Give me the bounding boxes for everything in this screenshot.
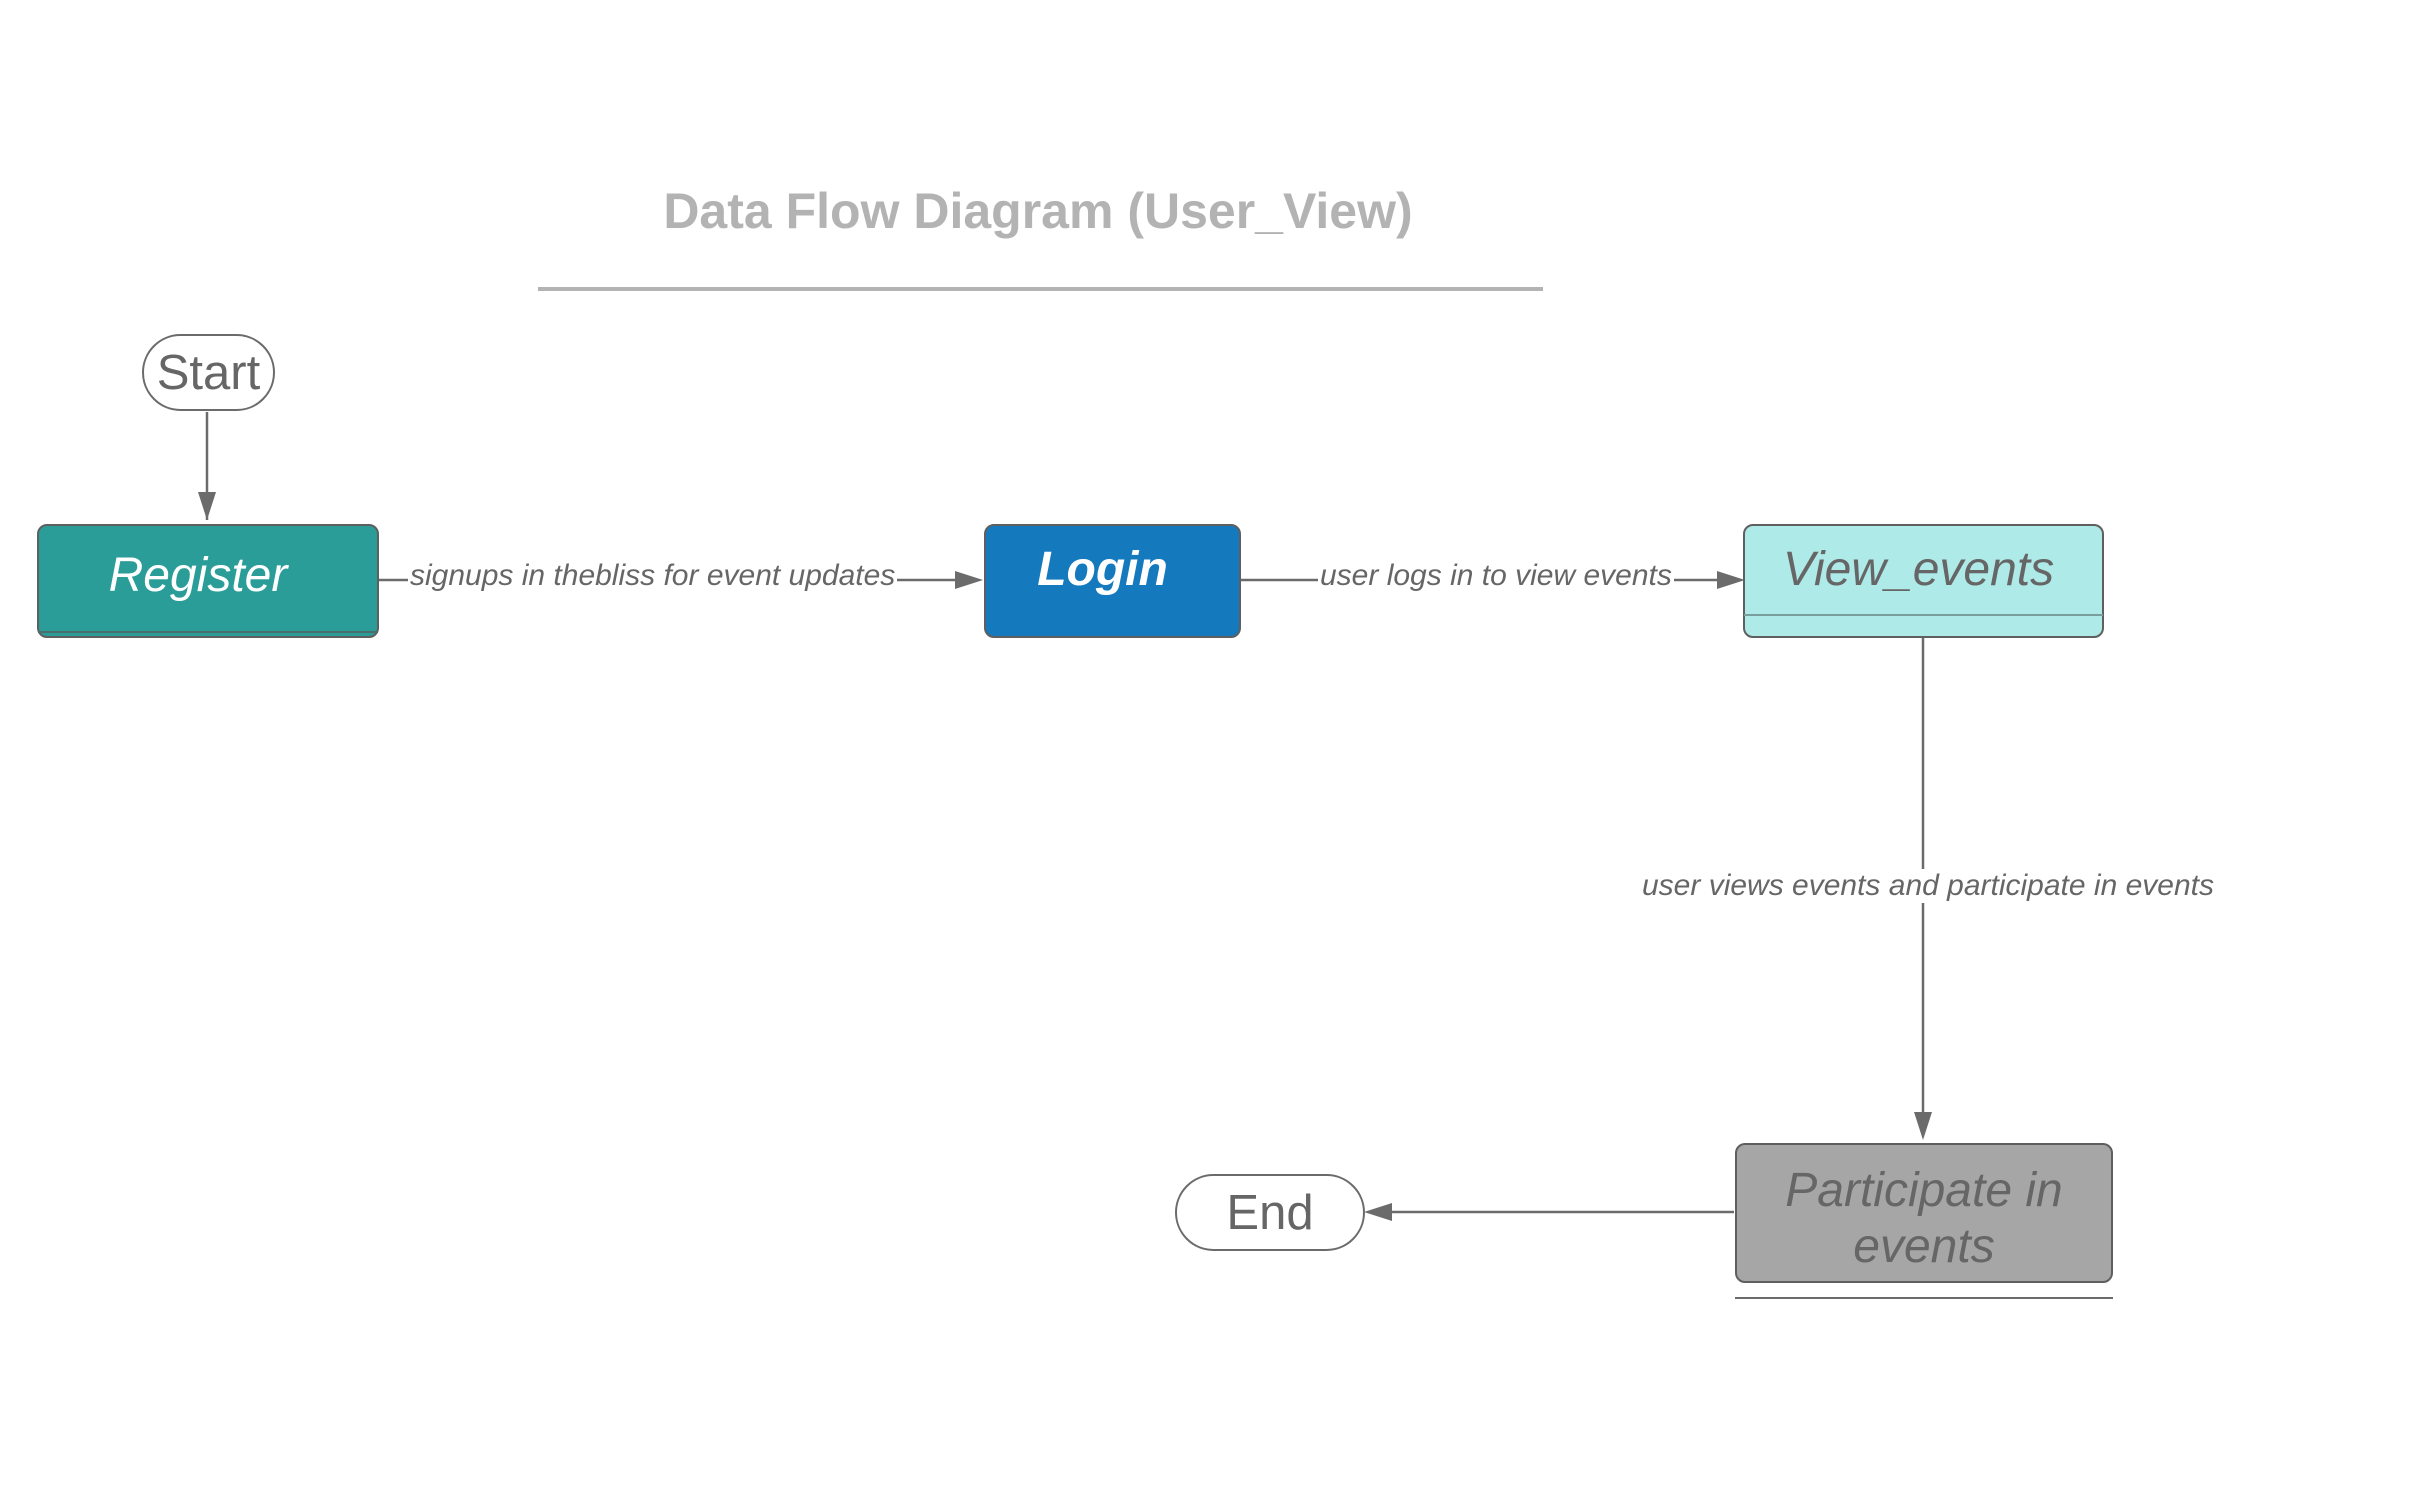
- login-node[interactable]: Login: [984, 524, 1241, 638]
- edge-label-view-participate: user views events and participate in eve…: [1640, 869, 2216, 903]
- start-node[interactable]: Start: [142, 334, 275, 411]
- arrowhead-start-register: [198, 492, 216, 520]
- participate-node-underline: [1735, 1297, 2113, 1299]
- participate-node-label: Participate in events: [1785, 1164, 2063, 1273]
- end-node-label: End: [1226, 1185, 1314, 1240]
- view-events-node-label: View_events: [1782, 543, 2055, 596]
- view-events-node-divider: [1744, 614, 2103, 616]
- start-node-label: Start: [156, 345, 261, 400]
- login-node-label: Login: [1037, 543, 1168, 596]
- edge-label-login-view: user logs in to view events: [1318, 559, 1674, 593]
- arrowhead-view-participate: [1914, 1112, 1932, 1140]
- end-node[interactable]: End: [1175, 1174, 1365, 1251]
- arrowhead-participate-end: [1364, 1203, 1392, 1221]
- register-node-label: Register: [108, 549, 288, 602]
- view-events-node[interactable]: View_events: [1743, 524, 2104, 638]
- title-underline: [538, 287, 1543, 291]
- edge-label-register-login: signups in thebliss for event updates: [408, 559, 898, 593]
- register-node-underline: [38, 631, 378, 633]
- participate-node[interactable]: Participate in events: [1735, 1143, 2113, 1283]
- arrowhead-register-login: [955, 571, 983, 589]
- arrowhead-login-view: [1717, 571, 1745, 589]
- diagram-title: Data Flow Diagram (User_View): [663, 183, 1413, 239]
- register-node[interactable]: Register: [37, 524, 379, 638]
